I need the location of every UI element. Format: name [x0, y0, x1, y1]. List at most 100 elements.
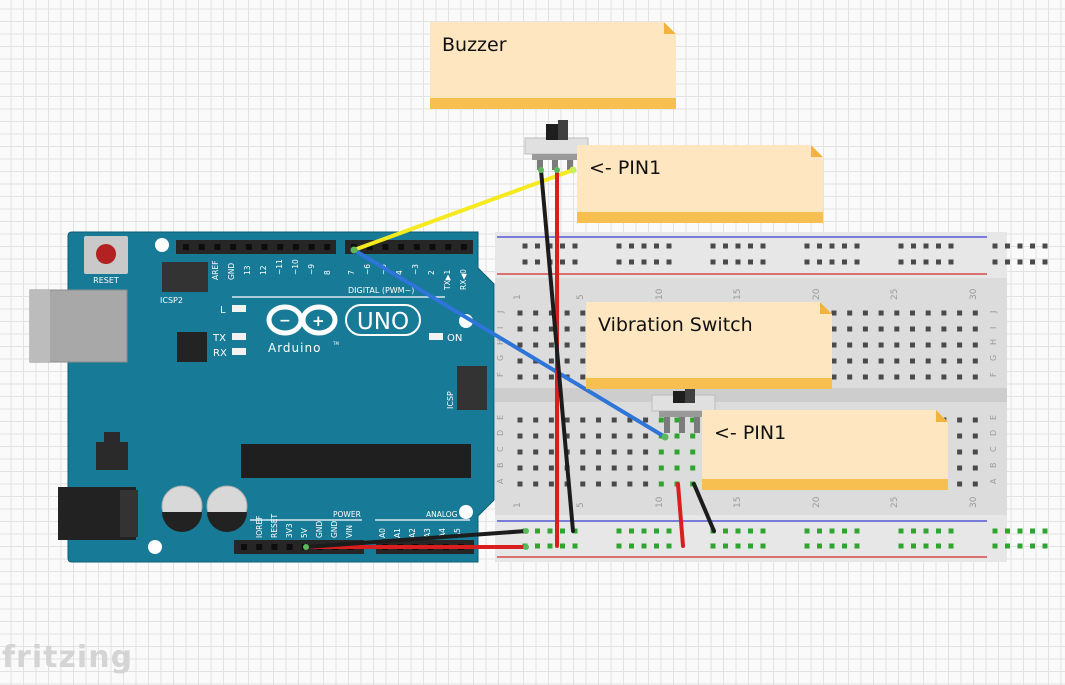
breadboard-hole — [611, 433, 617, 439]
breadboard-hole — [596, 449, 601, 455]
rail-hole — [641, 259, 647, 265]
rail-hole — [748, 528, 753, 534]
breadboard-hole — [580, 374, 586, 380]
rail-hole — [760, 259, 766, 265]
header-pin — [398, 244, 405, 250]
breadboard-hole — [847, 310, 853, 316]
uno-logo: UNO — [357, 309, 409, 335]
breadboard-hole — [831, 342, 837, 348]
breadboard-hole — [658, 449, 664, 455]
breadboard-hole — [517, 326, 523, 332]
breadboard-hole — [878, 326, 884, 332]
breadboard-hole — [548, 358, 554, 364]
pin-label: 13 — [243, 265, 252, 275]
breadboard-hole — [580, 465, 586, 471]
col-number: 25 — [890, 289, 900, 300]
rail-hole — [911, 259, 916, 265]
breadboard-hole — [972, 449, 978, 455]
reset-label: RESET — [93, 276, 119, 285]
breadboard-hole — [627, 481, 633, 487]
wire-endpoints — [303, 166, 669, 550]
breadboard-hole — [972, 465, 978, 471]
breadboard-hole — [596, 433, 601, 439]
rail-hole — [616, 259, 622, 265]
breadboard-hole — [580, 310, 586, 316]
reset-button-cap[interactable] — [96, 244, 116, 264]
rail-hole — [616, 528, 622, 534]
rail-hole — [723, 243, 728, 249]
rail-hole — [1017, 259, 1023, 265]
rail-hole — [1030, 259, 1035, 265]
rail-hole — [735, 243, 741, 249]
breadboard-hole — [831, 374, 837, 380]
trademark: TM — [332, 341, 339, 346]
note-bar — [577, 212, 823, 223]
breadboard-hole — [957, 374, 963, 380]
rail-hole — [804, 243, 810, 249]
row-letter: C — [496, 446, 505, 452]
pin-label: ~10 — [291, 259, 300, 275]
rail-hole — [547, 243, 553, 249]
breadboard-hole — [972, 358, 978, 364]
header-pin — [324, 244, 331, 250]
col-number: 20 — [812, 288, 822, 300]
rail-hole — [748, 259, 753, 265]
row-letter: J — [989, 311, 998, 314]
rail-hole — [1042, 259, 1048, 265]
breadboard-hole — [878, 342, 884, 348]
digital-header-left — [176, 240, 336, 254]
note-vibration-switch: Vibration Switch — [586, 302, 832, 389]
rail-hole — [760, 528, 766, 534]
breadboard-hole — [611, 449, 617, 455]
breadboard-hole — [957, 326, 963, 332]
row-letter: F — [496, 372, 505, 377]
rail-hole — [1042, 543, 1048, 549]
breadboard-hole — [910, 326, 915, 332]
row-letter: G — [496, 355, 505, 361]
breadboard-hole — [690, 417, 696, 423]
rail-hole — [629, 243, 634, 249]
pin-label: A5 — [453, 528, 462, 538]
breadboard-hole — [564, 358, 570, 364]
rail-hole — [723, 259, 728, 265]
col-number: 10 — [655, 496, 665, 508]
breadboard-hole — [925, 358, 931, 364]
breadboard-hole — [533, 342, 539, 348]
breadboard-hole — [972, 433, 978, 439]
pin-label: 7 — [347, 270, 356, 275]
row-letter: F — [989, 372, 998, 377]
breadboard-hole — [957, 342, 963, 348]
pin-label: IOREF — [255, 516, 264, 538]
rail-hole — [560, 528, 565, 534]
breadboard-hole — [643, 417, 649, 423]
power-pin-labels: IOREF RESET 3V3 5V GND GND VIN A0 A1 A2 … — [255, 514, 462, 538]
icsp-header — [457, 366, 487, 410]
rail-hole — [535, 243, 540, 249]
rail-hole — [654, 259, 659, 265]
logo-minus: − — [279, 313, 291, 329]
voltage-regulator — [96, 442, 128, 470]
breadboard-hole — [580, 358, 586, 364]
pin-label: GND — [330, 521, 339, 538]
rail-hole — [948, 528, 954, 534]
header-pin — [198, 244, 205, 250]
breadboard-hole — [925, 326, 931, 332]
breadboard-hole — [941, 358, 947, 364]
pin-label: ~6 — [363, 264, 372, 275]
pin-label: TX▶1 — [443, 270, 452, 291]
header-pin — [460, 244, 467, 250]
rail-hole — [829, 543, 835, 549]
icsp2-label: ICSP2 — [160, 296, 183, 305]
capacitor — [161, 485, 203, 532]
rail-hole — [829, 528, 835, 534]
breadboard-hole — [972, 342, 978, 348]
breadboard-hole — [548, 417, 554, 423]
pin-label: ~11 — [275, 259, 284, 275]
breadboard-hole — [925, 310, 931, 316]
breadboard-hole — [580, 481, 586, 487]
rail-hole — [735, 528, 741, 534]
breadboard-hole — [517, 358, 523, 364]
pin-label: A3 — [423, 528, 432, 538]
col-number: 1 — [513, 502, 523, 508]
col-number: 20 — [812, 496, 822, 508]
